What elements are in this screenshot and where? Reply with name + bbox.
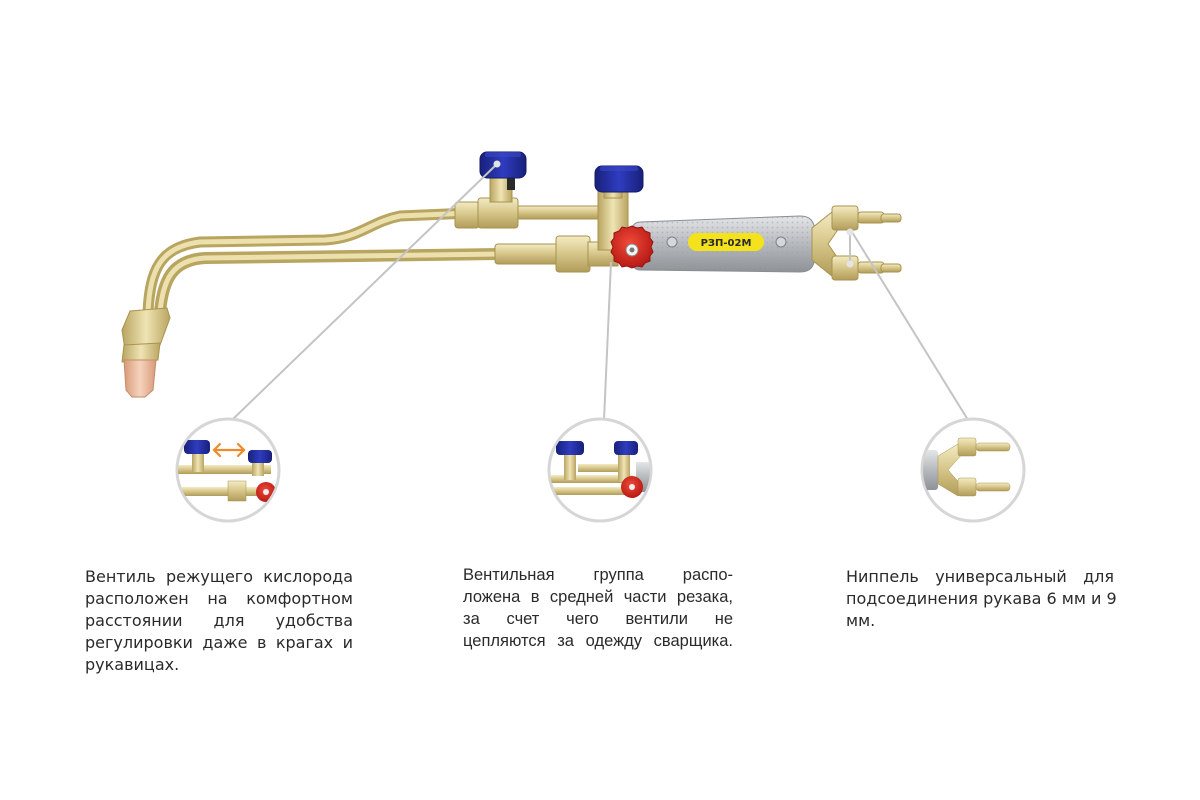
leader-lines	[231, 163, 969, 421]
torch-handle: РЗП-02М	[629, 215, 817, 273]
caption-valve-group: Вентильная группа распо- ложена в средне…	[463, 564, 733, 652]
leader-line-valve-group	[603, 261, 612, 421]
handle-screw	[775, 236, 787, 248]
union-nut	[555, 235, 591, 273]
caption-line: регулировки даже в крагах и	[85, 633, 353, 652]
gas-valve-knob-red	[610, 225, 654, 269]
detail-circle-valve-group	[547, 417, 653, 523]
leader-dot	[493, 160, 501, 168]
caption-line: цепляются за одежду сварщика.	[463, 632, 733, 650]
caption-line: подсоединения рукава 6 мм и 9	[846, 589, 1117, 608]
caption-line: мм.	[846, 611, 876, 630]
leader-dot	[846, 260, 854, 268]
detail-circle-nipple	[920, 417, 1026, 523]
caption-line: Вентиль режущего кислорода	[85, 567, 353, 586]
model-label-text: РЗП-02М	[701, 238, 752, 249]
mixture-tube	[154, 248, 506, 318]
caption-line: ложена в средней части резака,	[463, 588, 733, 606]
leader-dot	[846, 228, 854, 236]
cutting-head	[121, 307, 171, 398]
distance-arrow-icon	[212, 442, 246, 458]
detail-circle-oxygen-valve	[175, 417, 281, 523]
caption-oxygen-valve: Вентиль режущего кислорода расположен на…	[85, 566, 353, 676]
hose-nipples	[811, 205, 902, 281]
caption-line: Ниппель универсальный для	[846, 567, 1114, 586]
leader-line-nipple	[851, 231, 969, 421]
cutting-torch: РЗП-02М	[121, 151, 902, 398]
caption-line: рукавицах.	[85, 655, 180, 674]
handle-screw	[666, 236, 678, 248]
caption-nipple: Ниппель универсальный для подсоединения …	[846, 566, 1117, 632]
caption-line: расстоянии для удобства	[85, 611, 353, 630]
caption-line: расположен на комфортном	[85, 589, 353, 608]
caption-line: Вентильная группа распо-	[463, 566, 733, 584]
leader-line-oxygen-valve	[231, 163, 498, 421]
copper-nozzle	[123, 359, 157, 398]
oxygen-valve-knob	[479, 151, 527, 179]
model-label	[688, 233, 764, 251]
caption-line: за счет чего вентили не	[463, 610, 733, 628]
gas-valve-knob-blue	[594, 165, 644, 193]
